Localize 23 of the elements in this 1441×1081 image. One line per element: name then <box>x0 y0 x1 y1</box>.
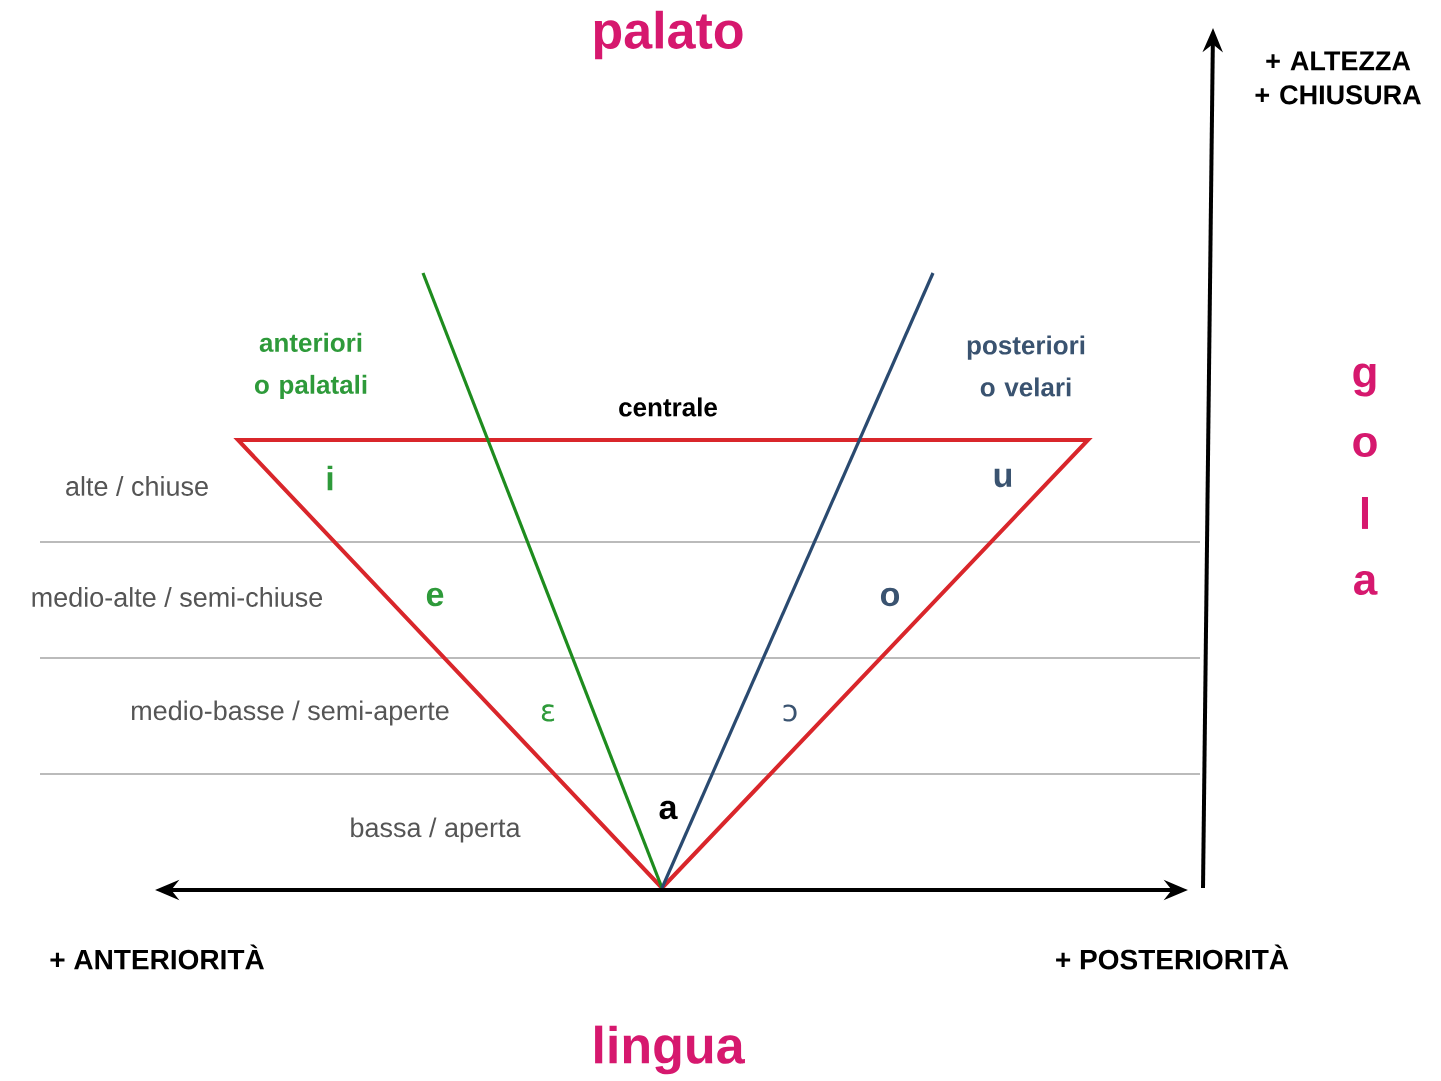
axis-label: + ANTERIORITÀ <box>50 944 264 970</box>
row-label: bassa / aperta <box>351 817 521 843</box>
side-letter: l <box>1361 497 1368 529</box>
row-label: medio-alte / semi-chiuse <box>32 587 323 607</box>
column-label: anteriori o palatali <box>254 332 367 400</box>
vowel-symbol: u <box>994 468 1012 488</box>
column-label: centrale <box>619 397 717 417</box>
side-letter: a <box>1354 570 1378 596</box>
heading: palato <box>594 10 743 60</box>
vowel-symbol: o <box>880 587 900 607</box>
column-label: posteriori o velari <box>967 335 1085 397</box>
vowel-symbol: i <box>327 465 333 491</box>
row-label: alte / chiuse <box>66 476 208 496</box>
vowel-symbol: ɛ <box>541 704 555 722</box>
row-label: medio-basse / semi-aperte <box>132 700 449 726</box>
side-letter: o <box>1353 432 1377 458</box>
vowel-symbol: ɔ <box>783 704 797 722</box>
axis-label: + POSTERIORITÀ <box>1056 944 1289 970</box>
side-letter: g <box>1353 363 1376 397</box>
axis-label: + ALTEZZA + CHIUSURA <box>1255 51 1421 105</box>
heading: lingua <box>595 1025 745 1075</box>
vowel-symbol: a <box>659 800 678 820</box>
vowel-symbol: e <box>426 587 444 607</box>
